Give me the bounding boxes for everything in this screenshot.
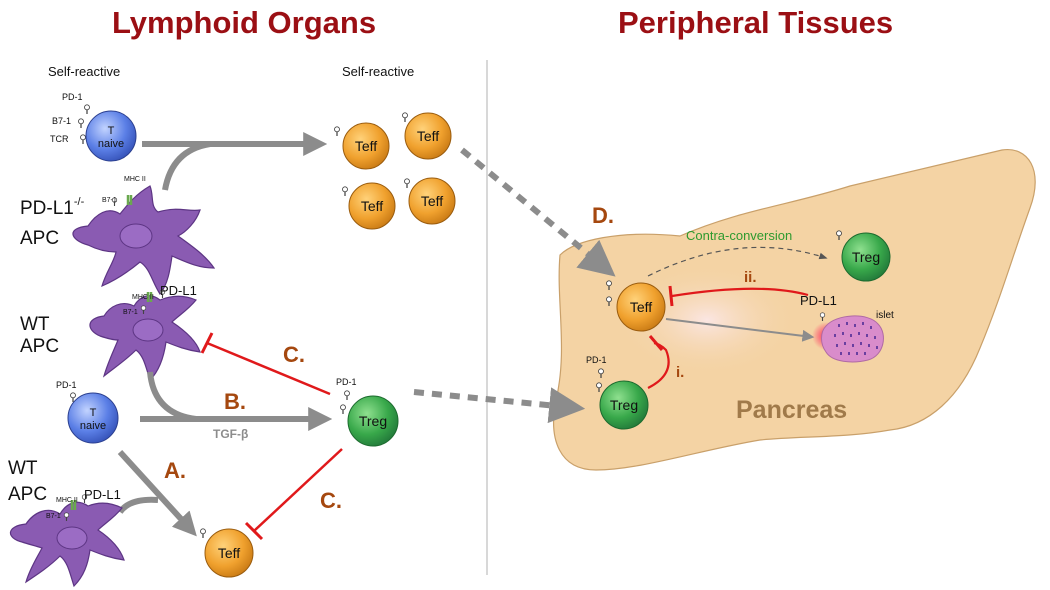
label-d: D. (592, 203, 614, 228)
inhibit-bar-i (648, 335, 664, 351)
t-naive-top-line2: naive (98, 138, 124, 150)
b71-label-mid: B7-1 (123, 309, 138, 316)
svg-text:Treg: Treg (610, 397, 638, 413)
arrow-apc-merge-top (162, 141, 211, 191)
svg-text:naive: naive (80, 420, 106, 432)
treg-cell-left: Treg (339, 390, 399, 447)
islet-label: islet (876, 310, 894, 321)
inhibit-bar-teff (244, 521, 264, 541)
self-reactive-label-right: Self-reactive (342, 64, 414, 79)
inhibit-treg-to-apc (206, 341, 331, 396)
label-ii: ii. (744, 269, 757, 286)
pd1-label-mid: PD-1 (56, 380, 77, 390)
svg-text:Teff: Teff (630, 299, 652, 315)
label-b: B. (224, 389, 246, 414)
label-a: A. (164, 458, 186, 483)
label-i: i. (676, 364, 684, 381)
teff-cell-cluster-2: Teff (401, 112, 452, 160)
dashed-arrow-teff-migration (460, 147, 616, 277)
inhibit-bar-apc (200, 332, 214, 354)
b71-label-bottom: B7-1 (46, 513, 61, 520)
svg-text:Teff: Teff (361, 198, 383, 214)
treg-cell-pancreas-bottom: Treg (595, 368, 649, 430)
label-c-top: C. (283, 342, 305, 367)
islet (812, 312, 884, 363)
dashed-arrow-treg-migration (413, 387, 586, 424)
teff-cell-bottom: Teff (199, 528, 254, 578)
pdl1-ko-label: PD-L1-/- (20, 196, 85, 219)
apc-wt-bottom (9, 494, 125, 588)
contra-conversion-arrow (647, 246, 828, 277)
svg-text:Teff: Teff (218, 545, 240, 561)
t-naive-top-line1: T (108, 125, 115, 137)
pd1-label-top: PD-1 (62, 92, 83, 102)
title-peripheral-tissues: Peripheral Tissues (618, 5, 893, 40)
self-reactive-label-left: Self-reactive (48, 64, 120, 79)
inhibit-bar-ii (668, 285, 674, 307)
pd1-label-treg: PD-1 (336, 377, 357, 387)
teff-cell-cluster-1: Teff (333, 122, 390, 170)
wt-label-bottom: WT (8, 458, 38, 479)
pancreas-label: Pancreas (736, 396, 847, 424)
apc-wt-mid (89, 289, 201, 382)
teff-cell-pancreas: Teff (605, 280, 666, 332)
pdl1-label-mid: PD-L1 (160, 283, 197, 298)
mhc2-label-bottom: MHC II (56, 497, 78, 504)
svg-text:Teff: Teff (421, 193, 443, 209)
label-c-bottom: C. (320, 488, 342, 513)
pdl1-label-islet: PD-L1 (800, 293, 837, 308)
tcr-label-top: TCR (50, 134, 69, 144)
svg-text:Treg: Treg (359, 413, 387, 429)
inhibit-pdl1-to-teff (671, 287, 809, 298)
treg-cell-pancreas-top: Treg (835, 230, 891, 282)
teff-cell-cluster-3: Teff (341, 182, 396, 230)
arrow-naive-to-teff-bottom (117, 449, 197, 537)
t-naive-cell-mid: T naive (67, 392, 119, 444)
apc-label-top: APC (20, 228, 59, 249)
apc-label-bottom: APC (8, 484, 47, 505)
wt-label-mid: WT (20, 314, 50, 335)
svg-text:Treg: Treg (852, 249, 880, 265)
title-lymphoid-organs: Lymphoid Organs (112, 5, 376, 40)
inhibit-treg-to-teff (253, 448, 343, 532)
b71-label-apc-top: B7-1 (102, 197, 117, 204)
arrow-teff-to-islet (665, 318, 815, 342)
mhc2-label-mid: MHC II (132, 294, 154, 301)
teff-cell-cluster-4: Teff (403, 177, 456, 225)
apc-pdl1-ko (72, 185, 216, 296)
mhc2-label-top: MHC II (124, 176, 146, 183)
pancreas-inflammation-glow (590, 240, 850, 400)
svg-text:Teff: Teff (417, 128, 439, 144)
apc-label-mid: APC (20, 336, 59, 357)
svg-text:Teff: Teff (355, 138, 377, 154)
pdl1-label-bottom: PD-L1 (84, 487, 121, 502)
svg-text:T: T (90, 407, 97, 419)
contra-conversion-label: Contra-conversion (686, 228, 792, 243)
arrow-apc-merge-mid (147, 371, 197, 422)
tgf-beta-label: TGF-β (213, 427, 248, 441)
arrow-apc-merge-bottom (117, 496, 159, 514)
b71-label-top: B7-1 (52, 116, 71, 126)
t-naive-cell-top: T naive (77, 104, 137, 162)
pd1-label-treg-pancreas: PD-1 (586, 355, 607, 365)
